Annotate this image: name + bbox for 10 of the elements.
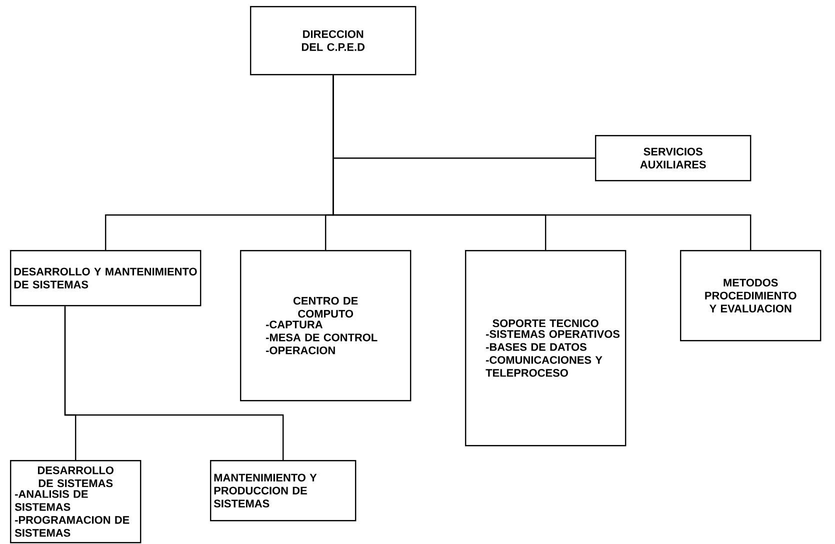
org-box: DESARROLLO DE SISTEMAS -ANALISIS DE SISTEMAS -PROGRAMACION DE SISTEMAS [10,460,142,544]
org-box: MANTENIMIENTO Y PRODUCCION DE SISTEMAS [210,460,356,522]
connector-line [332,75,752,250]
org-box: METODOS PROCEDIMIENTO Y EVALUACION [680,250,822,342]
connector-line [64,306,284,460]
org-box: SERVICIOS AUXILIARES [595,135,752,182]
org-box: DIRECCION DEL C.P.E.D [250,6,416,76]
org-box: SOPORTE TECNICO -SISTEMAS OPERATIVOS -BASES DE DATOS -COMUNICACIONES Y TELEPROCESO [465,250,626,446]
org-box: DESARROLLO Y MANTENIMIENTO DE SISTEMAS [10,250,202,306]
org-box: CENTRO DE COMPUTO -CAPTURA -MESA DE CONTROL -OPERACION [240,250,412,402]
